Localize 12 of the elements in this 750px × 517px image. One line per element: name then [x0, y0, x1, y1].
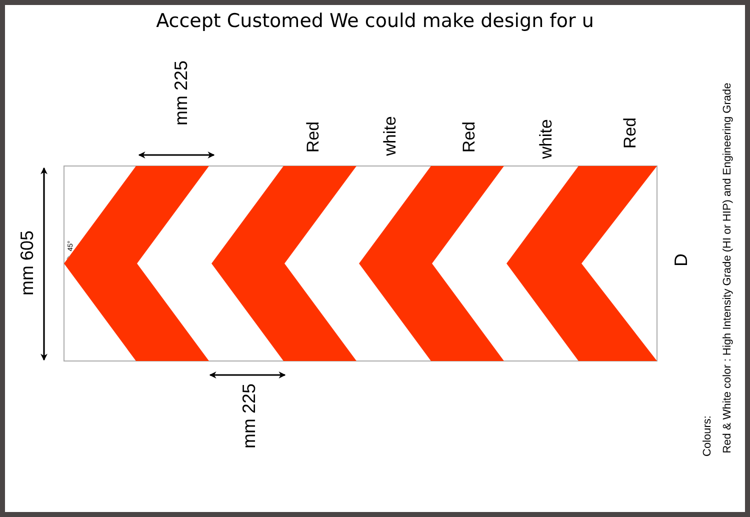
legend-heading: Colours: [702, 416, 714, 456]
dimension-label: mm 225 [172, 60, 190, 126]
dimension-label: mm 225 [240, 383, 258, 449]
color-label: white [382, 116, 398, 156]
dimension-label: mm 605 [18, 230, 36, 296]
note-text: Red & White color : High Intensity Grade (HI or HIP) and Engineering Grade [722, 82, 734, 454]
color-label: Red [304, 121, 322, 153]
color-label: Red [622, 117, 638, 149]
color-label: white [538, 119, 554, 159]
sign-code-label: D [672, 254, 690, 266]
color-label: Red [460, 121, 478, 153]
title: Accept Customed We could make design for u [155, 10, 595, 32]
